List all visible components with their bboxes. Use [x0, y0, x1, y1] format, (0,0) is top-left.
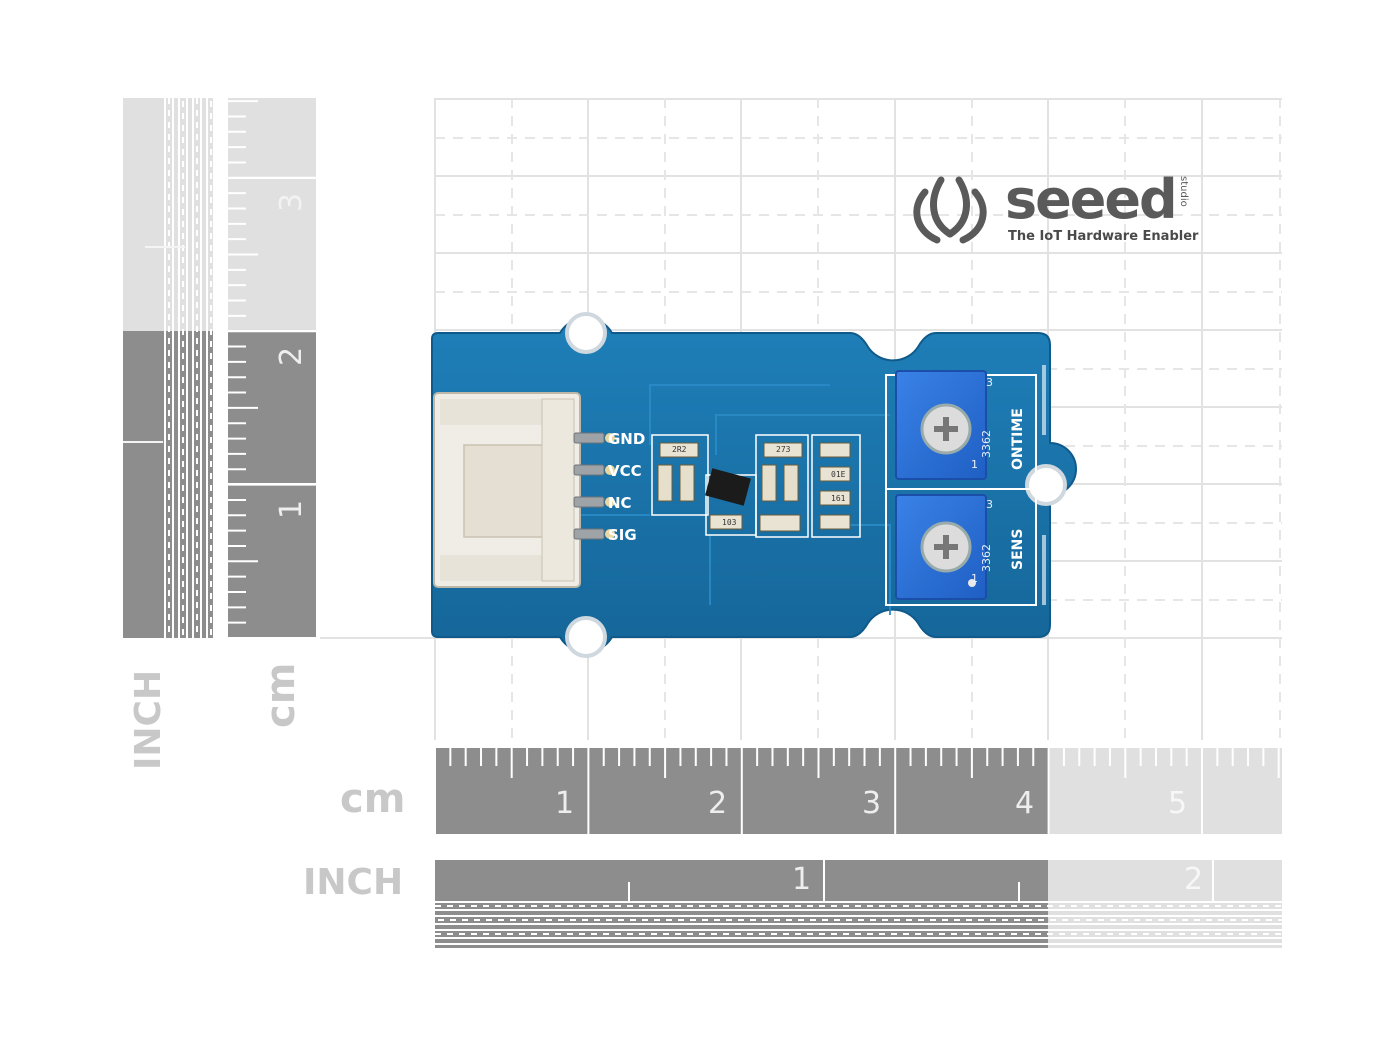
left-cm-tick-1: 1: [274, 499, 309, 519]
sens-label: SENS: [1010, 528, 1026, 570]
pot-bottom-pin1-mark: 1: [971, 572, 978, 585]
pot-top-pin3-mark: 3: [986, 376, 993, 389]
seeed-tagline: The IoT Hardware Enabler: [1008, 229, 1199, 244]
bottom-cm-unit-label: cm: [340, 776, 406, 822]
bottom-cm-tick-4: 4: [1015, 786, 1035, 821]
grove-connector: [433, 392, 615, 588]
bottom-inch-tick-2: 2: [1184, 862, 1204, 897]
left-inch-ruler: 1: [123, 98, 296, 638]
potentiometer-ontime: [895, 370, 987, 480]
ontime-label: ONTIME: [1010, 408, 1026, 470]
smd-code-01e: 01E: [831, 470, 846, 479]
pin-label-nc: NC: [608, 494, 632, 512]
smd-code-161: 161: [831, 494, 846, 503]
potentiometer-sens: [895, 494, 987, 600]
bottom-cm-tick-5: 5: [1168, 786, 1188, 821]
seeed-logo: seeed studio The IoT Hardware Enabler: [905, 168, 1205, 252]
pin-label-sig: SIG: [608, 526, 637, 544]
left-cm-tick-2: 2: [274, 346, 309, 366]
smd-code-273: 273: [776, 445, 791, 454]
bottom-cm-ruler: [435, 748, 1282, 834]
pot-bottom-pin3-mark: 3: [986, 498, 993, 511]
bottom-inch-unit-label: INCH: [303, 862, 404, 903]
bottom-cm-tick-2: 2: [708, 786, 728, 821]
pot-top-part-number: 3362: [980, 430, 993, 458]
pot-top-pin1-mark: 1: [971, 458, 978, 471]
grove-pir-board: [431, 312, 1077, 658]
bottom-cm-tick-3: 3: [862, 786, 882, 821]
left-cm-ruler: [228, 98, 316, 638]
seeed-wordmark: seeed: [1005, 168, 1178, 231]
left-inch-unit-label: INCH: [128, 669, 169, 770]
bottom-inch-tick-1: 1: [792, 862, 812, 897]
pin-label-vcc: VCC: [608, 462, 642, 480]
smd-code-2r2: 2R2: [672, 445, 687, 454]
bottom-inch-ruler: [435, 860, 1282, 948]
pin-label-gnd: GND: [608, 430, 646, 448]
bottom-cm-tick-1: 1: [555, 786, 575, 821]
smd-code-103: 103: [722, 518, 737, 527]
seeed-studio-text: studio: [1178, 176, 1189, 207]
pot-bottom-part-number: 3362: [980, 544, 993, 572]
left-cm-unit-label: cm: [258, 662, 304, 728]
left-cm-tick-3: 3: [274, 192, 309, 212]
seeed-flame-icon: [913, 176, 987, 244]
